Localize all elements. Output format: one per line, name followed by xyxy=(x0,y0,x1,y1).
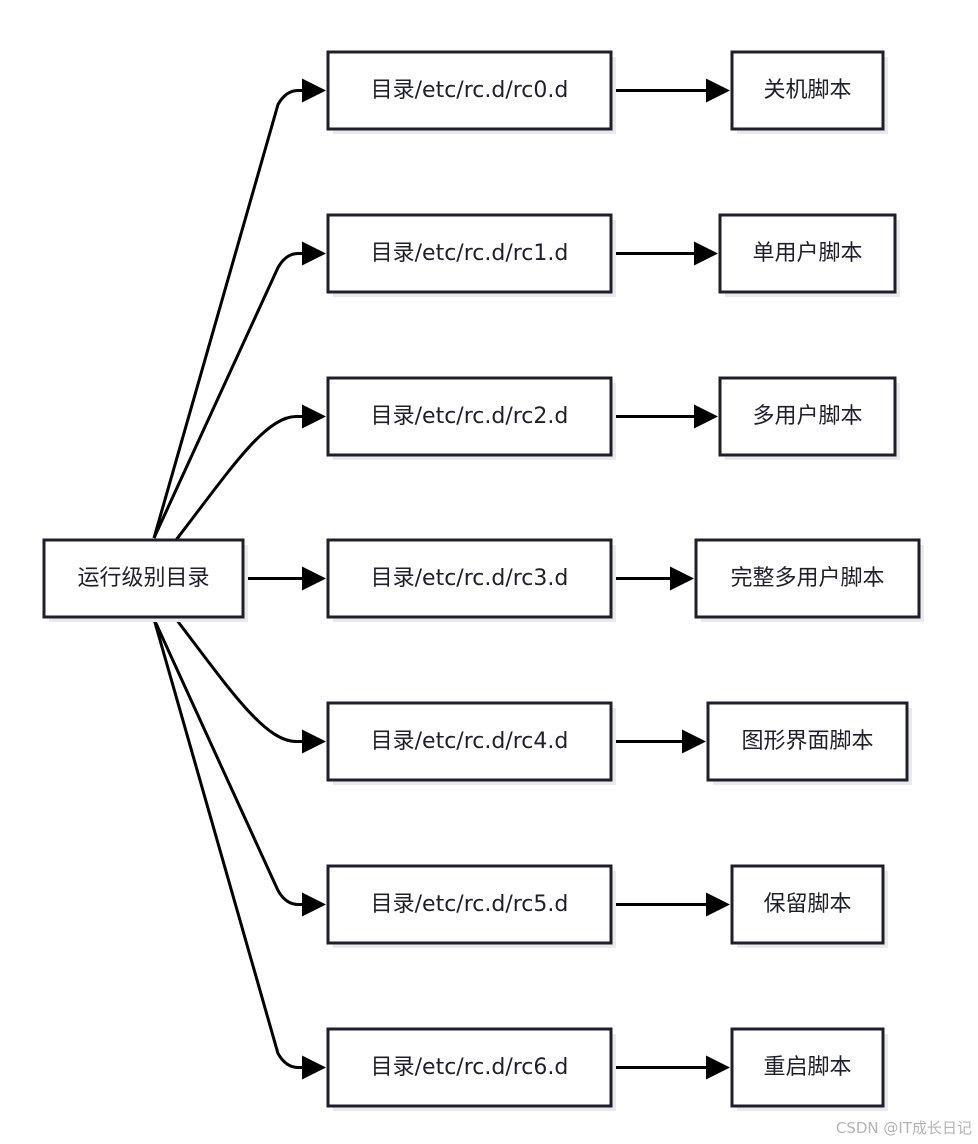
directory-node-rc1: 目录/etc/rc.d/rc1.d xyxy=(326,213,616,297)
directory-label-rc5: 目录/etc/rc.d/rc5.d xyxy=(371,892,569,917)
directory-label-rc4: 目录/etc/rc.d/rc4.d xyxy=(371,729,569,754)
script-node-rc2: 多用户脚本 xyxy=(718,376,900,460)
edge-root-to-rc2 xyxy=(174,404,326,541)
edge-root-to-rc0 xyxy=(152,78,326,539)
edge-layer xyxy=(152,78,730,1080)
script-label-rc4: 图形界面脚本 xyxy=(741,729,873,754)
directory-node-rc3: 目录/etc/rc.d/rc3.d xyxy=(326,538,616,622)
watermark: CSDN @IT成长日记 xyxy=(835,1119,972,1137)
directory-node-rc2: 目录/etc/rc.d/rc2.d xyxy=(326,376,616,460)
edge-root-to-rc5 xyxy=(152,618,326,917)
directory-label-rc1: 目录/etc/rc.d/rc1.d xyxy=(371,241,569,266)
root-node: 运行级别目录 xyxy=(42,538,248,622)
script-label-rc1: 单用户脚本 xyxy=(752,241,862,266)
directory-nodes: 目录/etc/rc.d/rc0.d 目录/etc/rc.d/rc1.d 目录/e… xyxy=(326,50,616,1111)
edge-root-to-rc4 xyxy=(174,618,326,754)
script-label-rc6: 重启脚本 xyxy=(763,1055,851,1080)
script-node-rc6: 重启脚本 xyxy=(730,1027,888,1111)
script-node-rc0: 关机脚本 xyxy=(730,50,888,134)
directory-node-rc0: 目录/etc/rc.d/rc0.d xyxy=(326,50,616,134)
directory-node-rc5: 目录/etc/rc.d/rc5.d xyxy=(326,864,616,948)
directory-label-rc2: 目录/etc/rc.d/rc2.d xyxy=(371,404,569,429)
directory-node-rc4: 目录/etc/rc.d/rc4.d xyxy=(326,701,616,785)
directory-label-rc3: 目录/etc/rc.d/rc3.d xyxy=(371,566,569,591)
directory-label-rc6: 目录/etc/rc.d/rc6.d xyxy=(371,1055,569,1080)
directory-node-rc6: 目录/etc/rc.d/rc6.d xyxy=(326,1027,616,1111)
script-label-rc5: 保留脚本 xyxy=(763,892,851,917)
script-node-rc4: 图形界面脚本 xyxy=(706,701,912,785)
script-nodes: 关机脚本 单用户脚本 多用户脚本 完整多用户脚本 图形界面脚本 保留脚本 xyxy=(694,50,924,1111)
script-node-rc1: 单用户脚本 xyxy=(718,213,900,297)
edge-root-to-rc6 xyxy=(152,618,326,1080)
script-node-rc3: 完整多用户脚本 xyxy=(694,538,924,622)
edge-root-to-rc1 xyxy=(152,241,326,539)
script-label-rc3: 完整多用户脚本 xyxy=(730,566,884,591)
script-label-rc2: 多用户脚本 xyxy=(752,404,862,429)
root-node-label: 运行级别目录 xyxy=(77,566,209,591)
script-label-rc0: 关机脚本 xyxy=(763,78,851,103)
directory-label-rc0: 目录/etc/rc.d/rc0.d xyxy=(371,78,569,103)
script-node-rc5: 保留脚本 xyxy=(730,864,888,948)
